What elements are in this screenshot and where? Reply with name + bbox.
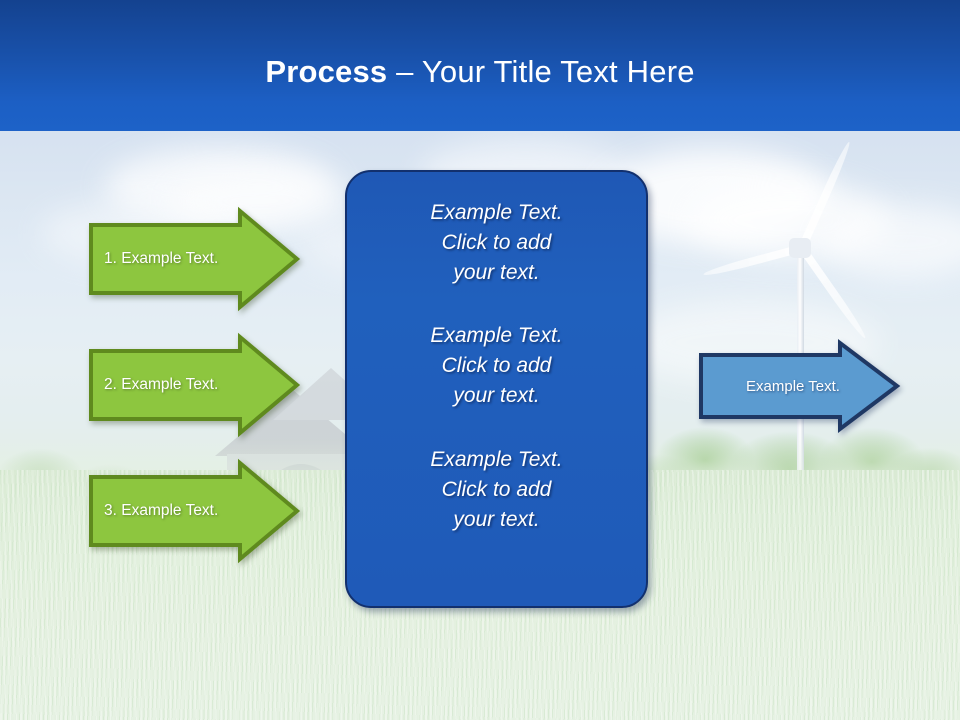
title-banner: Process – Your Title Text Here bbox=[0, 0, 960, 131]
page-title-rest: – Your Title Text Here bbox=[396, 54, 695, 89]
panel-text-block-3: Example Text. Click to add your text. bbox=[430, 447, 563, 531]
step-arrow-3[interactable]: 3. Example Text. bbox=[88, 458, 301, 564]
result-arrow[interactable]: Example Text. bbox=[698, 338, 901, 434]
step-arrow-2-label: 2. Example Text. bbox=[104, 376, 219, 393]
step-arrow-2[interactable]: 2. Example Text. bbox=[88, 332, 301, 438]
step-arrow-3-label: 3. Example Text. bbox=[104, 502, 219, 519]
panel-text-block-2: Example Text. Click to add your text. bbox=[430, 324, 563, 408]
arrow-right-shape bbox=[699, 338, 901, 434]
result-arrow-label: Example Text. bbox=[746, 377, 840, 395]
arrow-right-shape bbox=[89, 458, 301, 564]
step-arrow-1-label: 1. Example Text. bbox=[104, 250, 219, 267]
arrow-right-shape bbox=[89, 206, 301, 312]
page-title: Process – Your Title Text Here bbox=[0, 54, 960, 90]
center-content-panel[interactable]: Example Text. Click to add your text. Ex… bbox=[345, 170, 648, 608]
arrow-right-shape bbox=[89, 332, 301, 438]
step-arrow-1[interactable]: 1. Example Text. bbox=[88, 206, 301, 312]
wind-turbine-icon bbox=[702, 140, 945, 480]
panel-text-block-1: Example Text. Click to add your text. bbox=[430, 201, 563, 284]
turbine-blade bbox=[797, 244, 869, 341]
cloud-icon bbox=[820, 205, 960, 277]
cloud-icon bbox=[170, 170, 350, 232]
page-title-strong: Process bbox=[265, 54, 397, 89]
turbine-hub bbox=[789, 238, 811, 258]
